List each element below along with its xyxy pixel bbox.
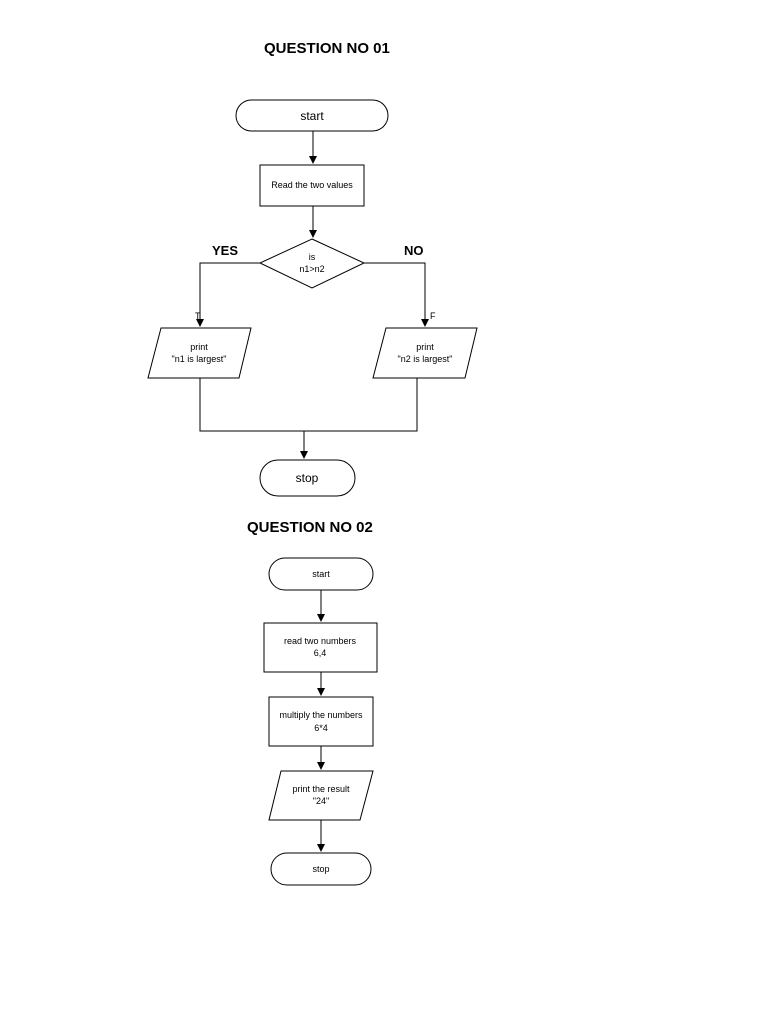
q1-decision-line2: n1>n2: [299, 264, 324, 274]
question-2-title: QUESTION NO 02: [247, 519, 373, 536]
q1-print-n1-line2: "n1 is largest": [172, 354, 227, 364]
q1-decision-line1: is: [309, 252, 316, 262]
q2-read-node: read two numbers 6,4: [263, 622, 378, 673]
q2-print-line1: print the result: [292, 784, 350, 794]
q1-start-label: start: [300, 109, 324, 123]
q2-read-line2: 6,4: [314, 648, 327, 658]
q1-arrow-yes-branch: [196, 262, 260, 327]
q2-start-node: start: [268, 557, 374, 591]
q1-stop-node: stop: [259, 459, 356, 497]
q1-merge-connector: [199, 378, 418, 432]
q1-read-label: Read the two values: [271, 180, 353, 190]
q1-arrow-no-branch: [364, 262, 429, 327]
q1-print-n1-node: print "n1 is largest": [147, 327, 252, 379]
q2-print-line2: "24": [313, 796, 329, 806]
q1-print-n1-line1: print: [190, 342, 208, 352]
q2-stop-node: stop: [270, 852, 372, 886]
q1-true-mark: T: [195, 311, 201, 321]
q1-start-node: start: [235, 99, 389, 132]
q2-flowchart: start read two numbers 6,4 multiply the …: [263, 557, 378, 886]
q1-decision-node: is n1>n2: [258, 238, 366, 289]
q1-print-n2-line1: print: [416, 342, 434, 352]
q1-print-n2-line2: "n2 is largest": [398, 354, 453, 364]
q1-flowchart: start Read the two values is n1>n2 YES N…: [147, 99, 478, 497]
q2-start-label: start: [312, 569, 330, 579]
q2-multiply-line1: multiply the numbers: [279, 710, 363, 720]
q1-no-label: NO: [404, 243, 424, 258]
q1-false-mark: F: [430, 311, 436, 321]
q1-print-n2-node: print "n2 is largest": [372, 327, 478, 379]
q2-multiply-node: multiply the numbers 6*4: [268, 696, 374, 747]
q2-stop-label: stop: [312, 864, 329, 874]
q1-stop-label: stop: [296, 471, 319, 485]
q2-multiply-line2: 6*4: [314, 723, 328, 733]
q2-read-line1: read two numbers: [284, 636, 357, 646]
question-1-title: QUESTION NO 01: [264, 40, 390, 57]
q1-read-node: Read the two values: [259, 164, 365, 207]
q2-print-node: print the result "24": [268, 770, 374, 821]
q1-yes-label: YES: [212, 243, 238, 258]
